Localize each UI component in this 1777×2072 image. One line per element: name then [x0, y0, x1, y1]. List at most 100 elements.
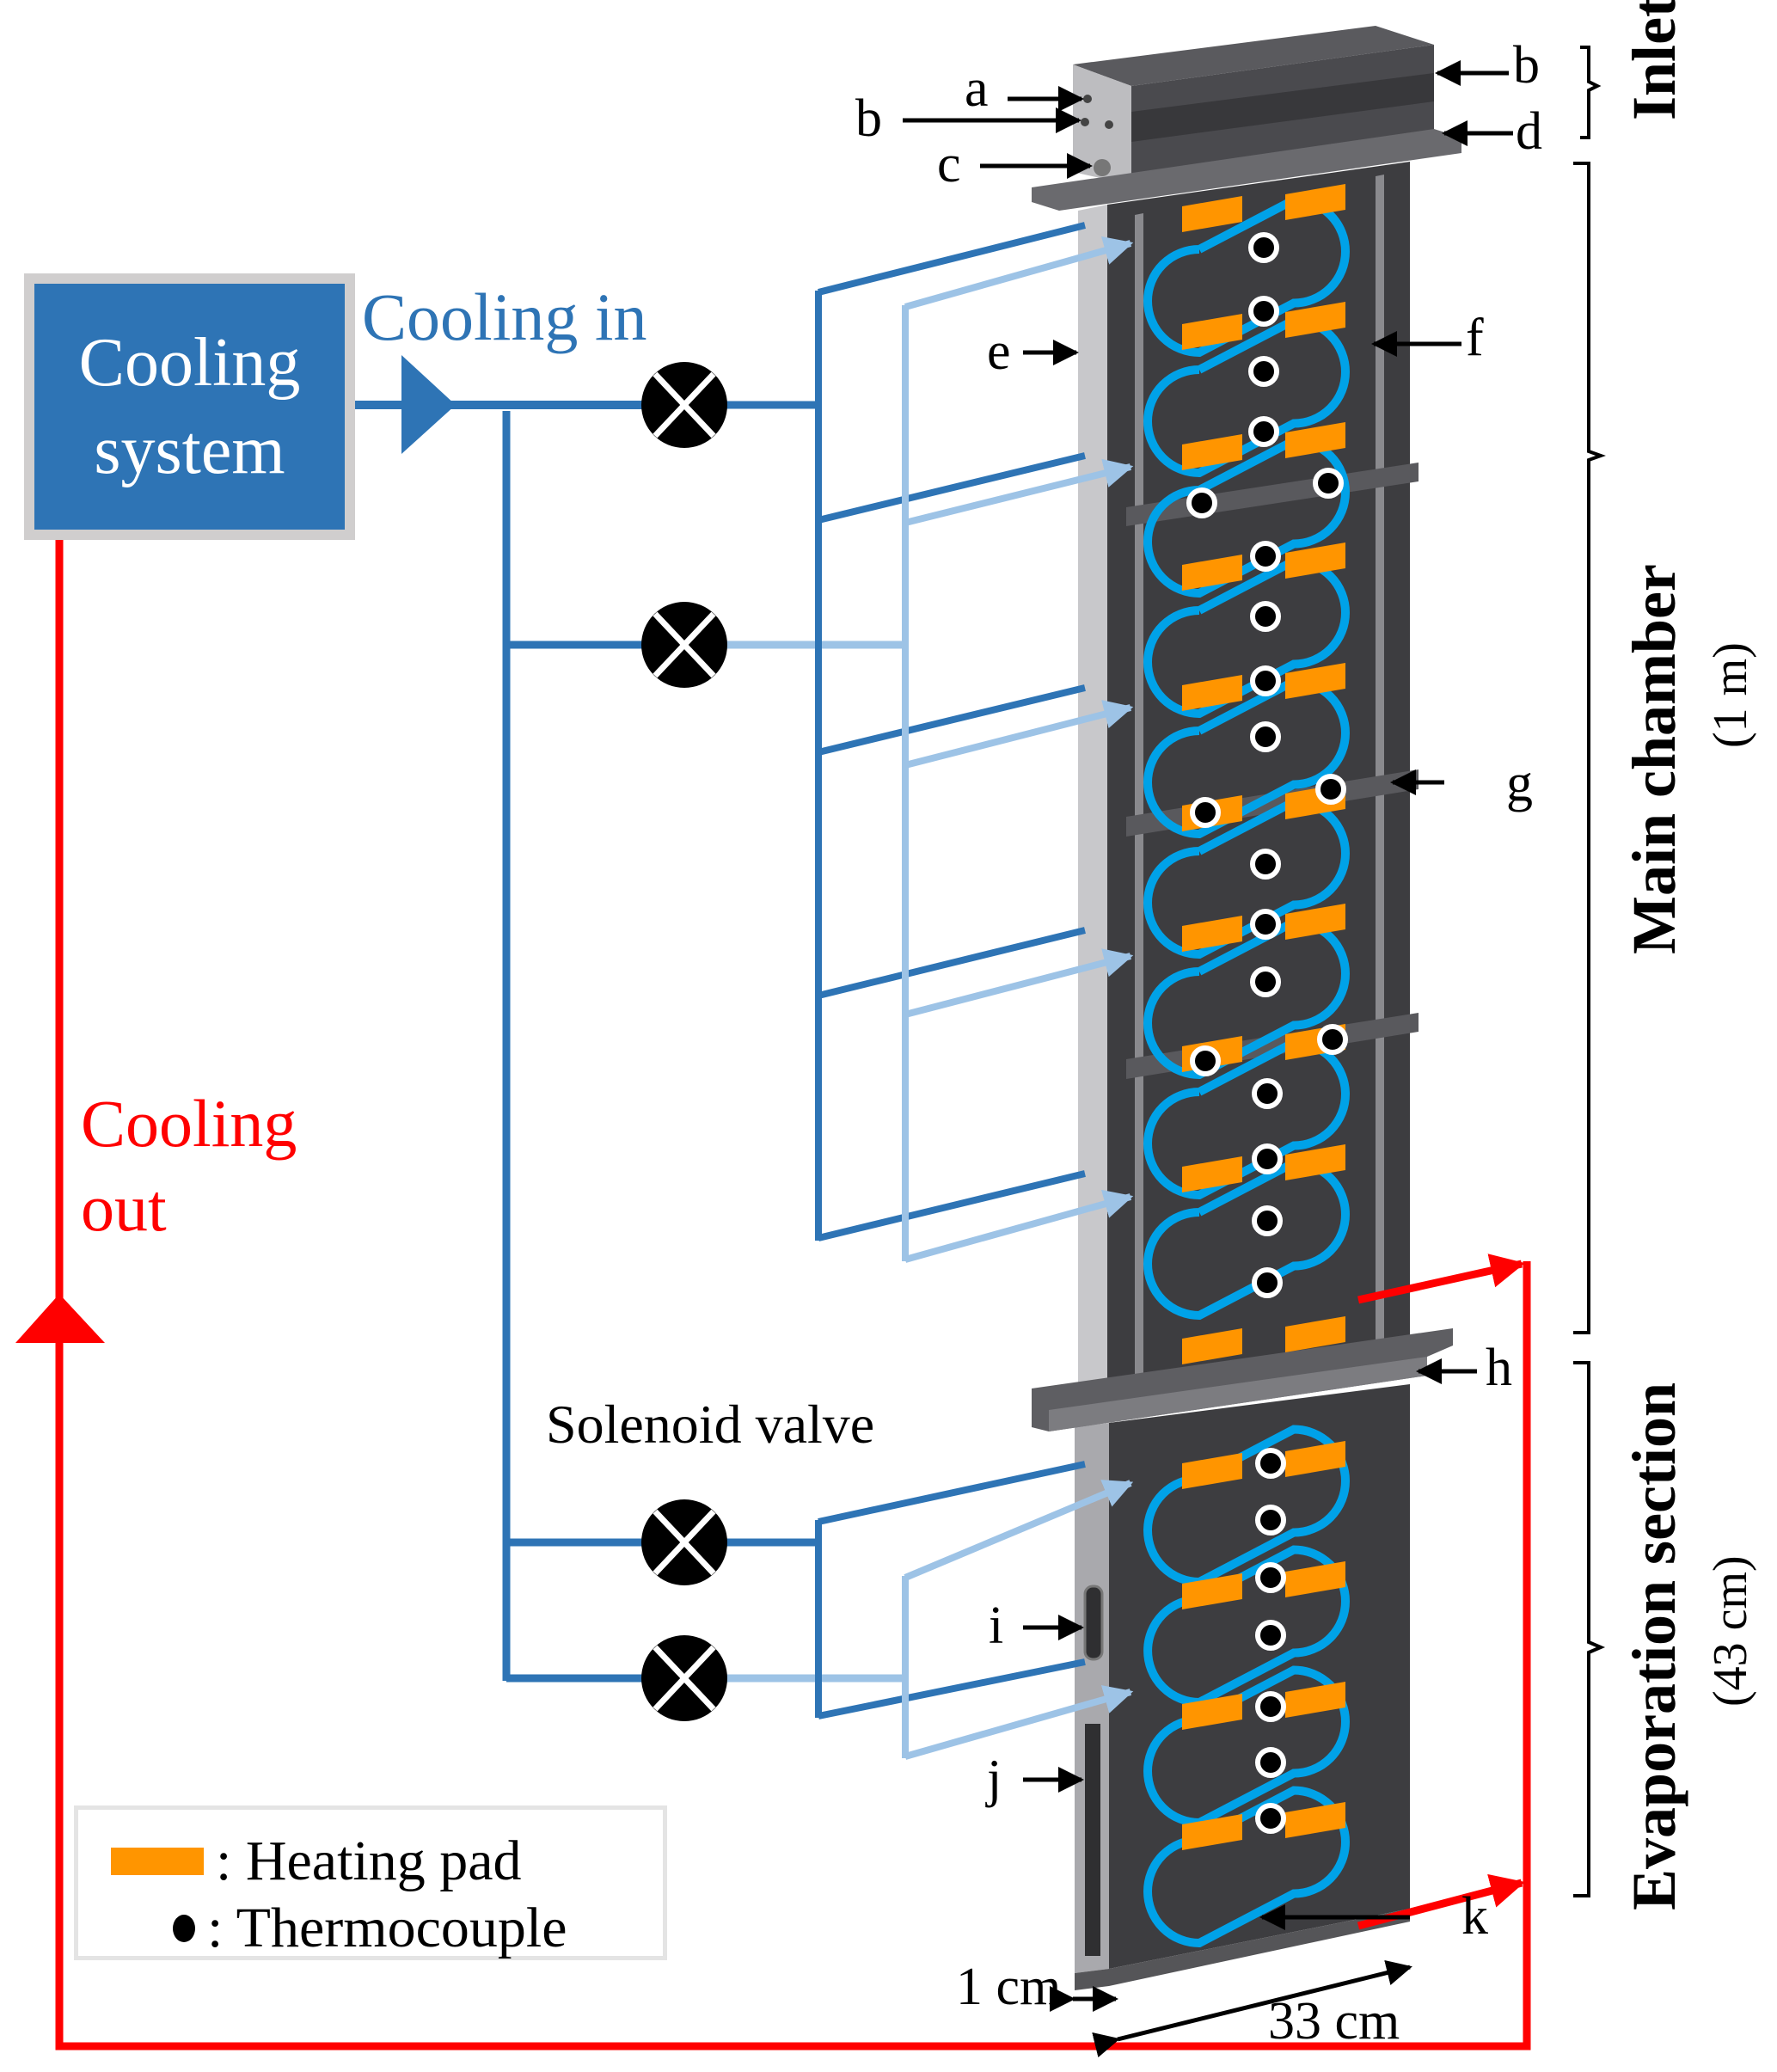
thermocouple-marker [1248, 232, 1279, 263]
bracket-inlet [1580, 46, 1602, 139]
port-c [1094, 159, 1111, 176]
light-feed-3 [904, 700, 1134, 769]
valve-cross-stroke [653, 371, 716, 438]
thermocouple-marker [1255, 1747, 1286, 1778]
thermocouple-marker [1315, 774, 1346, 805]
solenoid-valve-label: Solenoid valve [546, 1394, 875, 1455]
heating-pad [1285, 904, 1345, 940]
thermocouple-marker [1190, 797, 1221, 828]
cooling-system-box: Cooling system [24, 273, 355, 540]
thermocouple-marker [1252, 1143, 1283, 1174]
section-title-main-chamber: Main chamber [1620, 564, 1688, 954]
heating-pad [1285, 422, 1345, 458]
cooling-in-label: Cooling in [362, 279, 647, 354]
section-title-inlet: Inlet [1620, 0, 1688, 120]
coil-loop [1143, 316, 1350, 478]
label-e: e [987, 322, 1011, 381]
inlet-flange [1032, 129, 1461, 211]
light-feed-2 [904, 458, 1134, 526]
flange-h-face [1049, 1357, 1427, 1431]
heating-pad [1182, 555, 1242, 591]
dimension-width: 33 cm [1268, 1992, 1400, 2051]
bracket-main-chamber [1573, 162, 1606, 1334]
dark-feed-4 [818, 927, 1086, 999]
label-b-right: b [1513, 36, 1540, 95]
heating-pad [1285, 1802, 1345, 1838]
heating-pad [1182, 1694, 1242, 1730]
coil-loop [1143, 436, 1350, 598]
heating-pad [1285, 1316, 1345, 1352]
cooling-system-label-line1: Cooling [78, 325, 301, 401]
view-window-i [1083, 1585, 1104, 1661]
bracket-evaporation [1573, 1361, 1606, 1897]
label-f: f [1466, 309, 1484, 367]
heating-pad [1285, 184, 1345, 220]
cooling-system-label-line2: system [94, 413, 285, 488]
cooling-out-label-line2: out [81, 1169, 167, 1245]
solenoid-valve-icon [641, 602, 727, 688]
thermocouple-marker [1252, 1078, 1283, 1109]
legend-label-heating-pad: : Heating pad [216, 1830, 522, 1892]
inlet-block-top [1073, 26, 1434, 86]
cooling-in-piping [355, 222, 1134, 1760]
light-feed-1 [904, 236, 1134, 310]
heating-pad [1182, 1573, 1242, 1609]
thermocouple-marker [1255, 1620, 1286, 1651]
legend-item-thermocouple: : Thermocouple [78, 1896, 567, 1961]
thermocouple-marker [1250, 541, 1281, 572]
heating-pad [1182, 314, 1242, 350]
coil-loop [1143, 1158, 1350, 1321]
label-k: k [1461, 1887, 1488, 1946]
label-i: i [989, 1597, 1004, 1655]
dim-33cm-arrow [1092, 1959, 1412, 2058]
light-feed-4 [904, 948, 1134, 1018]
main-chamber-inner-rail-right [1376, 175, 1384, 1352]
thermocouple-marker [1250, 665, 1281, 696]
thermocouple-marker [1255, 1448, 1286, 1479]
thermocouple-marker [1255, 1562, 1286, 1593]
legend-label-thermocouple: : Thermocouple [207, 1897, 567, 1959]
cooling-out-label-line1: Cooling [81, 1086, 297, 1161]
return-out-main [1357, 1254, 1525, 1304]
label-j: j [987, 1750, 1002, 1808]
valve-cross-stroke [653, 1645, 716, 1712]
solenoid-valve-icon [641, 1499, 727, 1585]
valve-cross-stroke [653, 1509, 716, 1576]
section-length-evaporation: (43 cm) [1704, 1555, 1757, 1707]
heating-pad [1182, 1453, 1242, 1489]
return-flow-triangle [15, 1294, 105, 1343]
thermocouple-marker [1250, 721, 1281, 752]
leader-arrows [903, 60, 1513, 2058]
port-a [1083, 95, 1092, 103]
heating-pad [1182, 1328, 1242, 1364]
heating-pad [1182, 1156, 1242, 1192]
flow-direction-triangle [401, 355, 456, 454]
thermocouples [1186, 232, 1348, 1834]
port-b [1081, 118, 1089, 126]
coil-loop [1143, 556, 1350, 719]
legend: : Heating pad : Thermocouple [74, 1805, 667, 1960]
coil-loop [1143, 195, 1350, 358]
heating-pad [1182, 1814, 1242, 1850]
evap-dark-feed-2 [818, 1658, 1086, 1720]
heating-pad-swatch-icon [111, 1848, 204, 1875]
label-a: a [965, 59, 989, 118]
thermocouple-marker [1186, 487, 1217, 518]
inlet-block-stripe [1131, 73, 1434, 142]
heating-pad [1182, 675, 1242, 711]
solenoid-valve-icon [641, 1635, 727, 1721]
legend-item-heating-pad: : Heating pad [78, 1829, 522, 1894]
thermocouple-marker [1255, 1691, 1286, 1722]
coil-loop [1143, 797, 1350, 959]
thermocouple-marker [1255, 1803, 1286, 1834]
dimension-thickness: 1 cm [956, 1958, 1062, 2016]
heating-pad [1285, 1144, 1345, 1180]
heating-pad [1285, 543, 1345, 579]
dark-feed-2 [818, 452, 1086, 524]
thermocouple-marker [1317, 1024, 1348, 1055]
return-loop [55, 540, 1531, 2051]
light-feed-5 [904, 1189, 1134, 1263]
heating-pad [1182, 434, 1242, 470]
thermocouple-marker [1250, 601, 1281, 632]
